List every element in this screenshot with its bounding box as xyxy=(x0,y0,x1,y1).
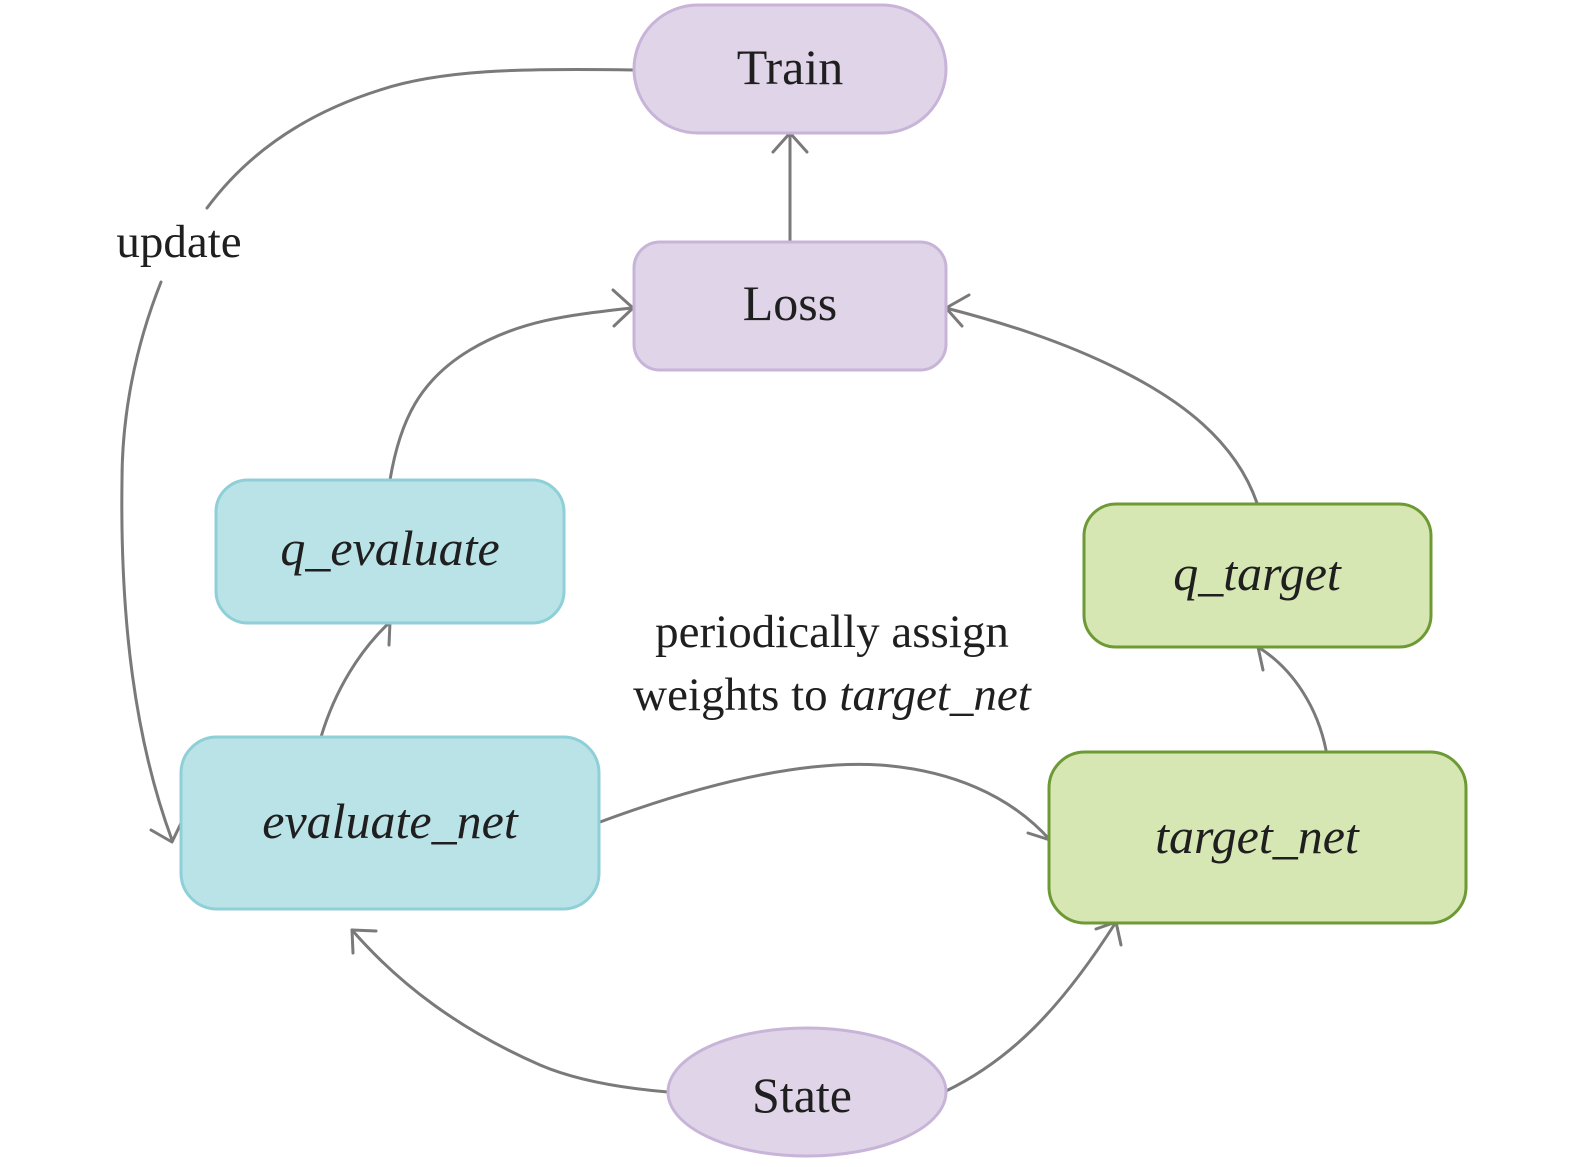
edge-update-to-evaluate-net xyxy=(120,280,174,842)
node-state: State xyxy=(666,1026,948,1158)
node-target-net: target_net xyxy=(1047,750,1468,925)
edge-train-to-evaluate-net xyxy=(205,67,636,210)
node-q-target-label: q_target xyxy=(1173,545,1342,601)
node-train: Train xyxy=(632,3,948,135)
node-loss-label: Loss xyxy=(743,275,837,331)
arrowhead-evaluate-net-update xyxy=(149,817,185,844)
edge-evaluate-net-to-target-net xyxy=(598,762,1052,842)
edge-q-evaluate-to-loss xyxy=(388,306,634,482)
node-q-target-shape xyxy=(1082,502,1433,649)
edge-target-net-to-q-target xyxy=(1256,645,1328,752)
arrowhead-evaluate-net-bottom xyxy=(350,928,378,955)
node-state-label: State xyxy=(752,1067,852,1123)
edge-label-assign-line2: weights to target_net xyxy=(633,669,1032,721)
edge-label-assign-line2-prefix: weights to xyxy=(633,669,839,721)
node-train-shape xyxy=(632,3,948,135)
edge-label-assign-line2-italic: target_net xyxy=(839,669,1031,721)
edge-label-assign-line1: periodically assign xyxy=(655,606,1009,658)
node-target-net-shape xyxy=(1047,750,1468,925)
node-q-evaluate-label: q_evaluate xyxy=(280,520,499,576)
node-q-evaluate: q_evaluate xyxy=(214,478,566,625)
node-state-shape xyxy=(666,1026,948,1158)
node-q-target: q_target xyxy=(1082,502,1433,649)
node-target-net-label: target_net xyxy=(1155,808,1360,864)
node-q-evaluate-shape xyxy=(214,478,566,625)
edge-state-to-evaluate-net xyxy=(350,928,670,1094)
node-loss: Loss xyxy=(632,240,948,372)
edge-label-update: update xyxy=(116,216,241,268)
node-train-label: Train xyxy=(737,39,844,95)
node-evaluate-net: evaluate_net xyxy=(179,735,601,911)
edge-q-target-to-loss xyxy=(944,306,1259,505)
edge-label-assign: periodically assign weights to target_ne… xyxy=(633,606,1032,721)
node-evaluate-net-shape xyxy=(179,735,601,911)
node-loss-shape xyxy=(632,240,948,372)
edge-state-to-target-net xyxy=(944,920,1118,1093)
edge-evaluate-net-to-q-evaluate xyxy=(319,620,392,739)
node-evaluate-net-label: evaluate_net xyxy=(262,793,519,849)
